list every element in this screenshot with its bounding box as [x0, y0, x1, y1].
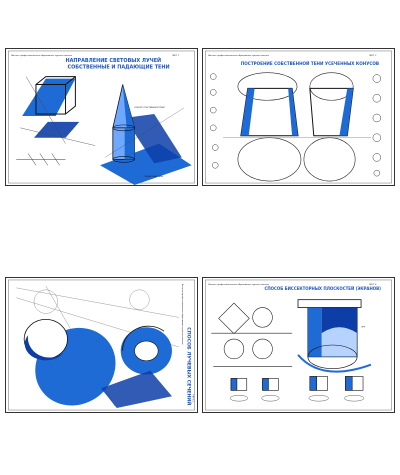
- sheet-4-no: ЛИСТ 4: [369, 284, 377, 286]
- svg-text:ПАДАЮЩАЯ ТЕНЬ: ПАДАЮЩАЯ ТЕНЬ: [144, 175, 163, 178]
- sheet-1-light-rays: Высшее профессиональное образование худо…: [5, 48, 198, 186]
- cube-front: [35, 83, 67, 115]
- sheet-2-no: ЛИСТ 2: [369, 55, 377, 57]
- sheet-1-org: Высшее профессиональное образование худо…: [11, 54, 73, 57]
- cone-left: [240, 87, 299, 137]
- sheet-4-title: СПОСОБ БИССЕКТОРНЫХ ПЛОСКОСТЕЙ (ЭКРАНОВ): [265, 286, 382, 291]
- sheet-1-title-2: СОБСТВЕННЫЕ И ПАДАЮЩИЕ ТЕНИ: [68, 65, 170, 71]
- sheet-2-title: ПОСТРОЕНИЕ СОБСТВЕННОЙ ТЕНИ УСЕЧЕННЫХ КО…: [241, 61, 379, 66]
- sheet-2-drawing: Высшее профессиональное образование худо…: [205, 50, 392, 184]
- sheet-2-truncated-cones: Высшее профессиональное образование худо…: [202, 48, 395, 186]
- sheet-3-no: ЛИСТ 3: [192, 394, 194, 402]
- sheet-4-drawing: Высшее профессиональное образование худо…: [205, 279, 392, 411]
- sheet-1-title-1: НАПРАВЛЕНИЕ СВЕТОВЫХ ЛУЧЕЙ: [66, 56, 162, 64]
- sheet-4-org: Высшее профессиональное образование худо…: [208, 283, 270, 286]
- cone-right: [309, 87, 354, 137]
- screen-top: [297, 299, 362, 308]
- sheet-2-org: Высшее профессиональное образование худо…: [208, 54, 270, 57]
- sheet-4-bisector-planes: Высшее профессиональное образование худо…: [202, 277, 395, 413]
- ground-shadow: [33, 121, 80, 138]
- sheet-1-drawing: Высшее профессиональное образование худо…: [8, 50, 195, 185]
- svg-text:КОНТУР СОБСТВЕННОЙ ТЕНИ: КОНТУР СОБСТВЕННОЙ ТЕНИ: [135, 106, 166, 109]
- svg-text:ЛУЧ: ЛУЧ: [361, 326, 366, 328]
- sheet-3-ray-sections: СПОСОБ ЛУЧЕВЫХ СЕЧЕНИЙ Высшее профессион…: [5, 277, 198, 413]
- sheet-3-drawing: СПОСОБ ЛУЧЕВЫХ СЕЧЕНИЙ Высшее профессион…: [8, 279, 195, 411]
- sheet-1-no: ЛИСТ 1: [172, 55, 180, 57]
- sheet-3-title: СПОСОБ ЛУЧЕВЫХ СЕЧЕНИЙ: [186, 327, 194, 405]
- sheet-3-org: Высшее профессиональное образование худо…: [181, 284, 184, 346]
